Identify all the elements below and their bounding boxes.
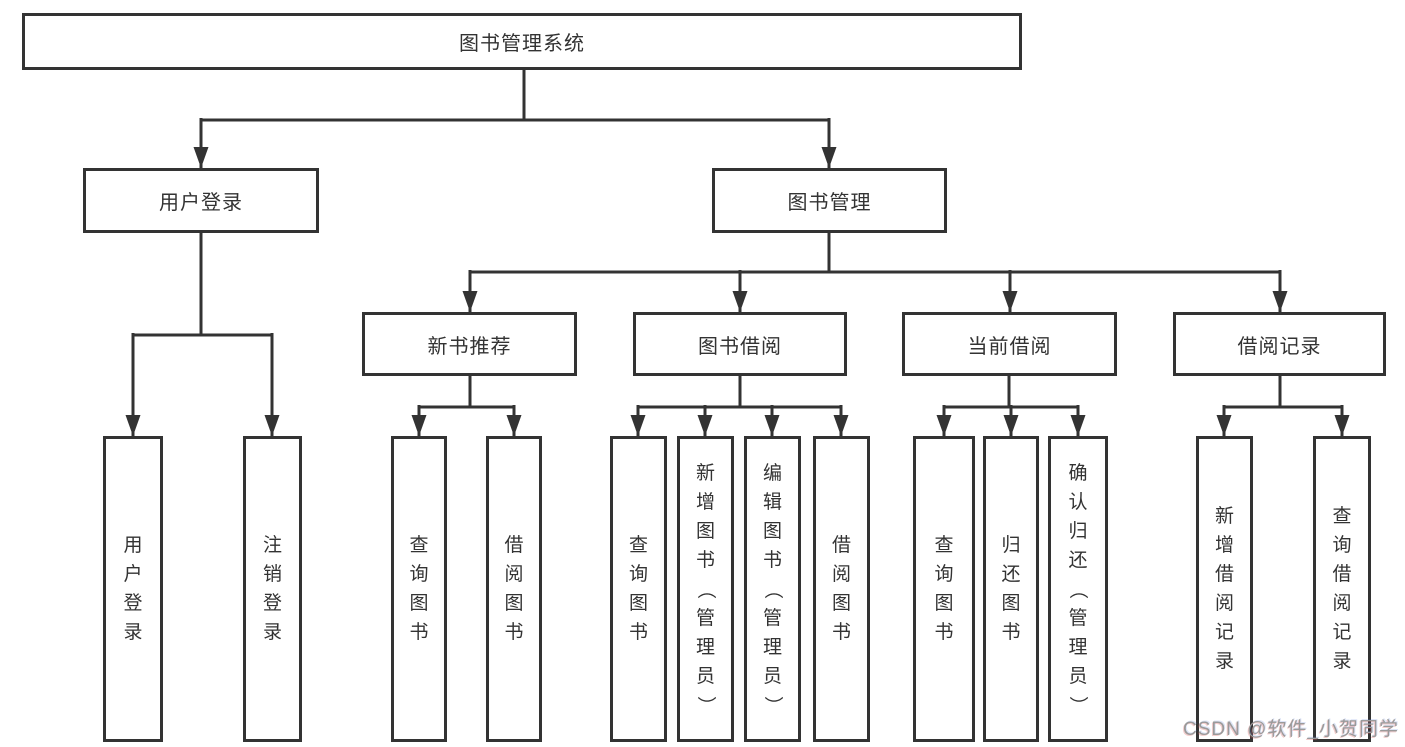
leaf-confirm-return-admin-label: 确认归还（管理员） bbox=[1067, 462, 1089, 715]
leaf-borrow-borrow-book-label: 借阅图书 bbox=[831, 535, 851, 643]
node-user-login: 用户登录 bbox=[83, 168, 319, 233]
leaf-return-book: 归还图书 bbox=[983, 436, 1039, 742]
leaf-add-book-admin: 新增图书（管理员） bbox=[677, 436, 734, 742]
leaf-logout: 注销登录 bbox=[243, 436, 302, 742]
node-book-borrow: 图书借阅 bbox=[633, 312, 847, 376]
connector-current-borrow-to-leaves bbox=[936, 376, 1086, 436]
connector-new-book-recommend-to-leaves bbox=[411, 376, 522, 436]
node-current-borrow: 当前借阅 bbox=[902, 312, 1117, 376]
node-new-book-recommend: 新书推荐 bbox=[362, 312, 577, 376]
connector-borrow-records-to-leaves bbox=[1216, 376, 1350, 436]
leaf-newrec-borrow-book: 借阅图书 bbox=[486, 436, 542, 742]
leaf-edit-book-admin: 编辑图书（管理员） bbox=[744, 436, 801, 742]
leaf-edit-book-admin-label: 编辑图书（管理员） bbox=[761, 462, 783, 715]
node-borrow-records: 借阅记录 bbox=[1173, 312, 1386, 376]
leaf-confirm-return-admin: 确认归还（管理员） bbox=[1048, 436, 1108, 742]
leaf-query-borrow-record: 查询借阅记录 bbox=[1313, 436, 1371, 742]
node-root: 图书管理系统 bbox=[22, 13, 1022, 70]
connector-root-to-level2 bbox=[193, 70, 837, 168]
leaf-add-borrow-record: 新增借阅记录 bbox=[1196, 436, 1253, 742]
leaf-borrow-query-book-label: 查询图书 bbox=[628, 535, 648, 643]
leaf-add-book-admin-label: 新增图书（管理员） bbox=[694, 462, 716, 715]
leaf-borrow-borrow-book: 借阅图书 bbox=[813, 436, 870, 742]
leaf-newrec-query-book-label: 查询图书 bbox=[409, 535, 429, 643]
leaf-user-login: 用户登录 bbox=[103, 436, 163, 742]
leaf-logout-label: 注销登录 bbox=[262, 535, 282, 643]
connector-book-management-to-level3 bbox=[462, 233, 1288, 312]
leaf-current-query-book: 查询图书 bbox=[913, 436, 975, 742]
connector-book-borrow-to-leaves bbox=[630, 376, 849, 436]
node-book-management: 图书管理 bbox=[712, 168, 947, 233]
leaf-add-borrow-record-label: 新增借阅记录 bbox=[1214, 506, 1234, 672]
leaf-borrow-query-book: 查询图书 bbox=[610, 436, 667, 742]
leaf-current-query-book-label: 查询图书 bbox=[934, 535, 954, 643]
watermark: CSDN @软件_小贺同学 bbox=[1183, 719, 1399, 740]
leaf-query-borrow-record-label: 查询借阅记录 bbox=[1332, 506, 1352, 672]
leaf-return-book-label: 归还图书 bbox=[1001, 535, 1021, 643]
leaf-newrec-query-book: 查询图书 bbox=[391, 436, 447, 742]
leaf-user-login-label: 用户登录 bbox=[123, 535, 143, 643]
leaf-newrec-borrow-book-label: 借阅图书 bbox=[504, 535, 524, 643]
connector-user-login-to-leaves bbox=[125, 233, 280, 436]
